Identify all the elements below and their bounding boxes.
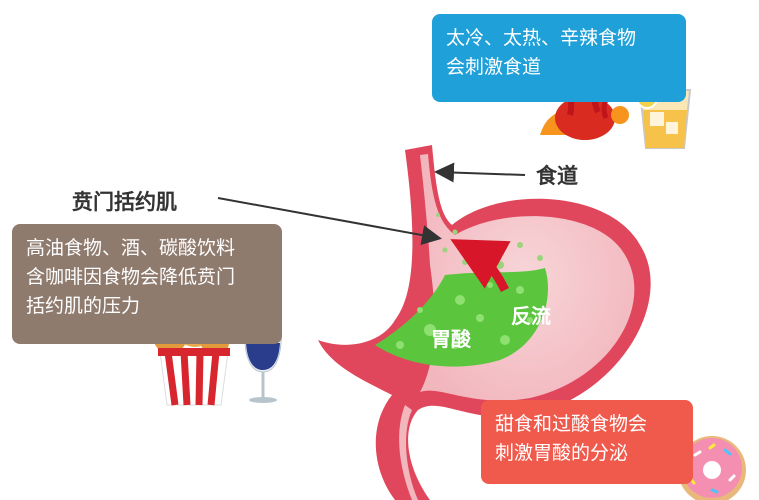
cardia-pointer xyxy=(217,197,442,245)
donut-icon xyxy=(678,436,746,500)
stomach xyxy=(318,145,651,500)
reflux-arrow xyxy=(450,239,511,293)
label-esophagus: 食道 xyxy=(536,164,578,188)
callout-cold-hot-spicy: 太冷、太热、辛辣食物 会刺激食道 xyxy=(432,14,686,102)
label-cardia-sphincter: 贲门括约肌 xyxy=(72,190,177,214)
callout-sweet-acidic: 甜食和过酸食物会 刺激胃酸的分泌 xyxy=(481,400,693,484)
callout-fatty-alcohol: 高油食物、酒、碳酸饮料 含咖啡因食物会降低贲门 括约肌的压力 xyxy=(12,224,282,344)
label-stomach-acid: 胃酸 xyxy=(431,327,471,351)
label-reflux: 反流 xyxy=(511,304,551,328)
esophagus-pointer xyxy=(434,162,526,183)
